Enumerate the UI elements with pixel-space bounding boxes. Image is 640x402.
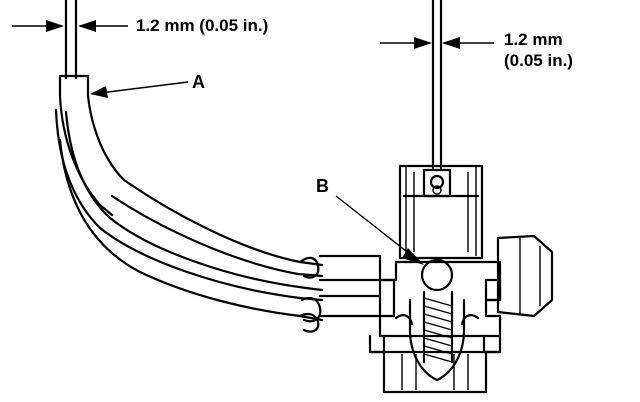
check-ball [420, 258, 454, 292]
feeler-wire-a [54, 0, 324, 333]
callout-a-leader [90, 81, 189, 98]
feeler-wire-right [429, 0, 445, 190]
dimension-right [380, 37, 494, 49]
dimension-right-label-line2: (0.05 in.) [504, 51, 573, 70]
dimension-left [12, 20, 128, 32]
valve-body [318, 164, 554, 394]
callout-b-leader [335, 195, 424, 265]
callout-a-label: A [192, 72, 205, 92]
dimension-left-label: 1.2 mm (0.05 in.) [136, 16, 268, 35]
dimension-right-label-line1: 1.2 mm [504, 30, 563, 49]
spring [422, 290, 454, 364]
callout-b-label: B [316, 176, 329, 196]
